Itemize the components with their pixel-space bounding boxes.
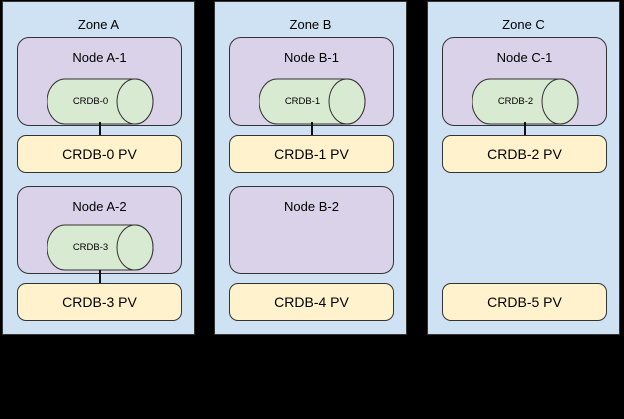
node-b1-box: Node B-1 CRDB-1 [229, 37, 394, 126]
node-a1-label: Node A-1 [72, 50, 127, 65]
crdb-5-pv-box: CRDB-5 PV [442, 283, 607, 321]
crdb-1-cylinder-label: CRDB-1 [284, 96, 321, 107]
cylinder-shape-icon [472, 78, 579, 125]
zone-a-label: Zone A [77, 17, 120, 32]
crdb-3-cylinder-label: CRDB-3 [72, 242, 109, 253]
crdb-2-cylinder: CRDB-2 [472, 78, 579, 125]
crdb-1-cylinder: CRDB-1 [259, 78, 366, 125]
crdb-1-pv-box: CRDB-1 PV [229, 135, 394, 173]
connector-line [311, 122, 313, 136]
zone-c: Zone C Node C-1 CRDB-2 CRDB-2 PV CRDB-5 … [427, 1, 620, 335]
cylinder-shape-icon [47, 224, 154, 271]
crdb-2-pv-box: CRDB-2 PV [442, 135, 607, 173]
zone-b: Zone B Node B-1 CRDB-1 CRDB-1 PV Node B-… [214, 1, 407, 335]
zone-c-label: Zone C [502, 17, 545, 32]
crdb-3-cylinder: CRDB-3 [47, 224, 154, 271]
node-b1-label: Node B-1 [284, 50, 339, 65]
node-a1-box: Node A-1 CRDB-0 [17, 37, 182, 126]
crdb-3-pv-box: CRDB-3 PV [17, 283, 182, 321]
zone-a: Zone A Node A-1 CRDB-0 CRDB-0 PV Node A-… [2, 1, 195, 335]
cylinder-shape-icon [259, 78, 366, 125]
crdb-4-pv-box: CRDB-4 PV [229, 283, 394, 321]
node-c1-label: Node C-1 [496, 50, 553, 65]
crdb-0-cylinder: CRDB-0 [47, 78, 154, 125]
crdb-2-cylinder-label: CRDB-2 [497, 96, 534, 107]
crdb-0-cylinder-label: CRDB-0 [72, 96, 109, 107]
node-a2-label: Node A-2 [72, 199, 127, 214]
cylinder-shape-icon [47, 78, 154, 125]
zone-b-label: Zone B [289, 17, 332, 32]
connector-line [99, 122, 101, 136]
crdb-0-pv-box: CRDB-0 PV [17, 135, 182, 173]
node-b2-label: Node B-2 [284, 199, 339, 214]
node-b2-box: Node B-2 [229, 186, 394, 274]
connector-line [99, 270, 101, 284]
node-a2-box: Node A-2 CRDB-3 [17, 186, 182, 274]
connector-line [524, 122, 526, 136]
node-c1-box: Node C-1 CRDB-2 [442, 37, 607, 126]
